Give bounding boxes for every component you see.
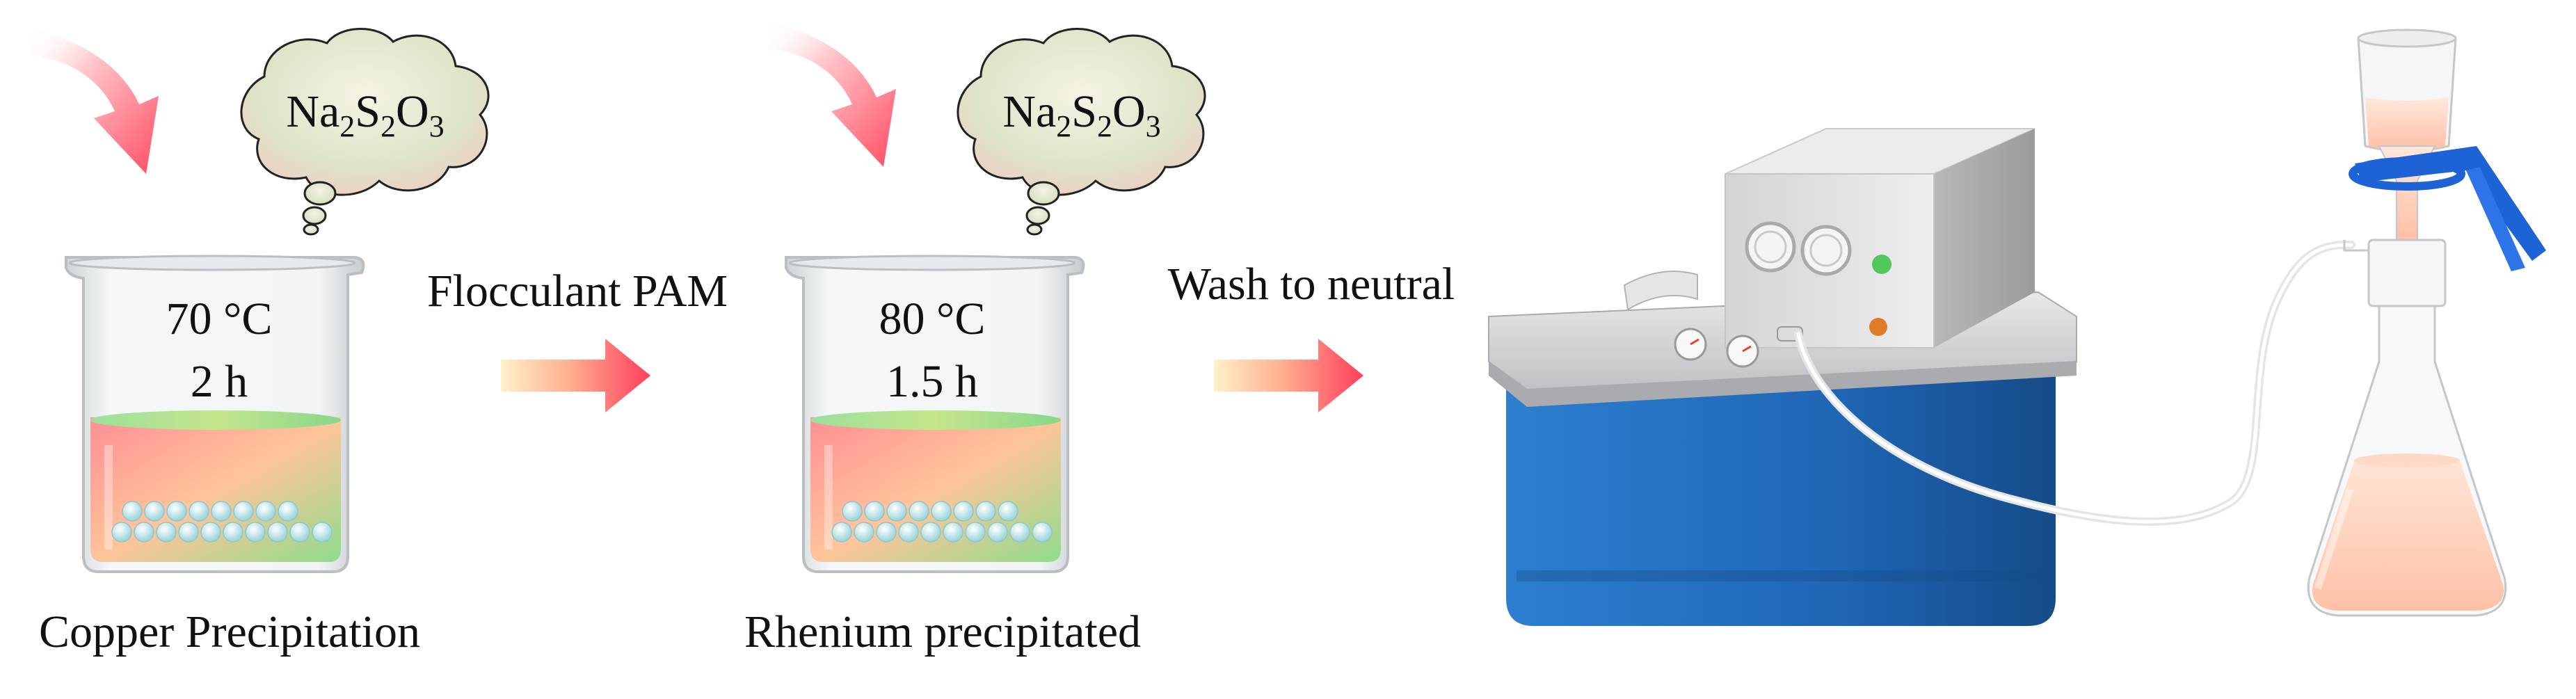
formula-na: Na	[286, 86, 339, 137]
curved-arrow-icon	[31, 28, 159, 174]
curved-arrow-icon	[769, 21, 896, 167]
step1-group: Na2S2O3 70 °C 2 h Copper Precipitation	[31, 28, 490, 657]
formula-o: O	[396, 86, 429, 137]
thought-cloud-icon	[957, 28, 1206, 236]
formula-sub-2b: 2	[1097, 109, 1112, 143]
step1-caption: Copper Precipitation	[39, 606, 420, 657]
formula-na: Na	[1002, 86, 1056, 137]
formula-sub-2b: 2	[381, 109, 396, 143]
reagent-formula: Na2S2O3	[1002, 86, 1160, 143]
formula-s: S	[1071, 86, 1097, 137]
transfer1-group: Flocculant PAM	[427, 266, 728, 412]
thought-cloud-icon	[240, 28, 490, 236]
vacuum-tubing-highlight	[1796, 243, 2353, 524]
right-arrow-icon	[501, 339, 650, 412]
formula-sub-3: 3	[429, 109, 445, 143]
water-bath-icon	[1488, 128, 2077, 626]
precipitate-beads	[111, 501, 333, 543]
transfer2-group: Wash to neutral	[1168, 259, 1455, 412]
formula-sub-3: 3	[1146, 109, 1161, 143]
step1-duration: 2 h	[191, 356, 248, 407]
transfer2-label: Wash to neutral	[1168, 259, 1455, 310]
transfer1-label: Flocculant PAM	[427, 266, 728, 316]
vacuum-filter-flask-icon	[2307, 29, 2546, 617]
formula-o: O	[1112, 86, 1146, 137]
precipitate-beads	[831, 501, 1053, 543]
reagent-formula: Na2S2O3	[286, 86, 444, 143]
step2-duration: 1.5 h	[886, 356, 978, 407]
step2-temperature: 80 °C	[879, 294, 986, 344]
step2-caption: Rhenium precipitated	[744, 606, 1141, 657]
right-arrow-icon	[1214, 339, 1363, 412]
step1-temperature: 70 °C	[166, 294, 273, 344]
beaker-icon	[65, 255, 365, 573]
formula-sub-2a: 2	[339, 109, 355, 143]
beaker-icon	[785, 255, 1085, 573]
step2-group: Na2S2O3 80 °C 1.5 h Rhenium precipitated	[744, 21, 1206, 657]
formula-s: S	[355, 86, 381, 137]
formula-sub-2a: 2	[1056, 109, 1071, 143]
